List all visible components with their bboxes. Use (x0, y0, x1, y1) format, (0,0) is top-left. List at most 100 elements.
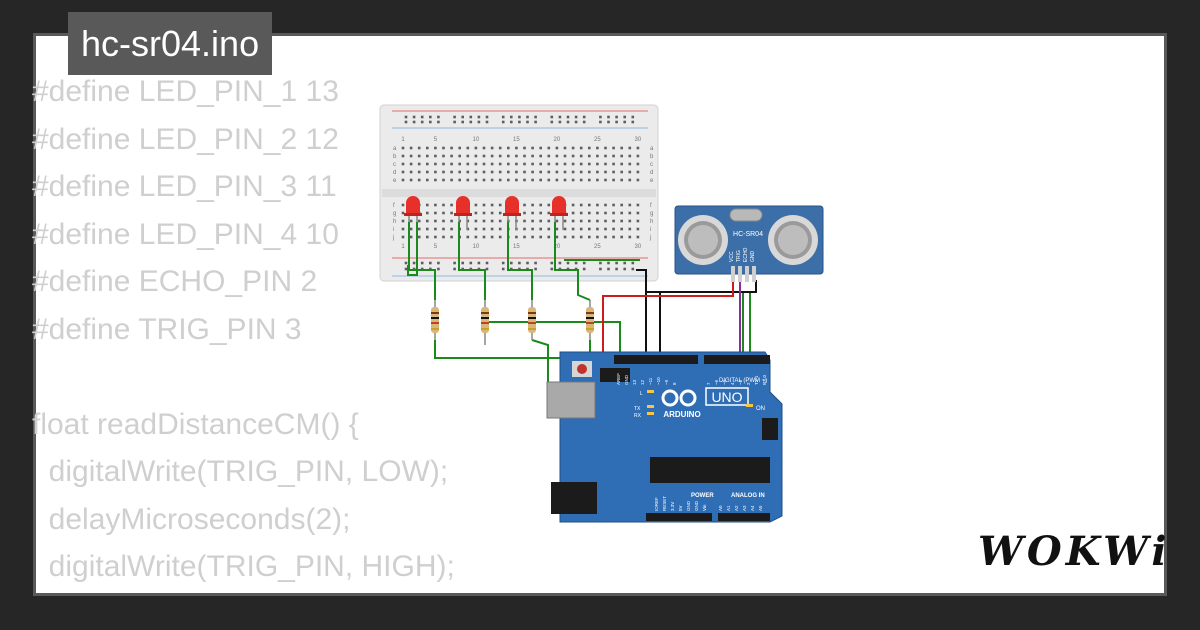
hc-sr04-sensor[interactable]: HC-SR04 VCC TRIG ECHO GND (674, 205, 824, 282)
breadboard-hole (547, 227, 551, 231)
breadboard-row-letter: i (650, 227, 651, 233)
arduino-pin-label: A5 (758, 505, 763, 511)
breadboard-hole (579, 154, 583, 158)
breadboard-hole (612, 146, 615, 150)
resistor-2 (481, 300, 489, 345)
led-l-label: L (640, 391, 643, 397)
breadboard-hole (596, 170, 599, 174)
breadboard-hole (555, 227, 559, 231)
breadboard-hole (539, 211, 542, 215)
breadboard-hole (442, 203, 445, 207)
breadboard-hole (607, 261, 610, 265)
breadboard-hole (442, 154, 445, 158)
arduino-pin-label: GND (686, 500, 691, 511)
breadboard-column-number: 10 (473, 137, 480, 143)
breadboard-hole (450, 154, 453, 158)
breadboard-hole (469, 115, 473, 119)
breadboard-hole (579, 227, 583, 231)
breadboard-hole (550, 120, 554, 124)
breadboard-hole (409, 162, 413, 166)
breadboard-hole (523, 219, 526, 223)
breadboard-hole (612, 219, 615, 223)
breadboard-hole (599, 267, 602, 271)
breadboard-hole (596, 219, 599, 223)
breadboard-hole (474, 162, 478, 166)
arduino-pin-label: A2 (734, 505, 739, 511)
breadboard-column-number: 25 (594, 137, 601, 143)
breadboard-hole (628, 146, 632, 150)
breadboard-hole (429, 261, 432, 265)
breadboard-hole (571, 178, 575, 182)
arduino-pin-label: ~11 (648, 377, 653, 385)
breadboard-hole (490, 235, 494, 239)
breadboard-hole (623, 120, 626, 124)
breadboard-hole (563, 154, 567, 158)
breadboard-row-letter: j (392, 235, 394, 241)
breadboard-hole (477, 120, 481, 124)
breadboard-hole (409, 235, 413, 239)
breadboard-hole (607, 267, 610, 271)
breadboard-hole (426, 227, 429, 231)
breadboard-hole (579, 235, 583, 239)
breadboard-hole (458, 162, 461, 166)
breadboard-hole (620, 219, 623, 223)
breadboard-hole (482, 162, 486, 166)
breadboard-hole (412, 120, 416, 124)
breadboard-row-letter: g (393, 211, 396, 217)
breadboard-hole (604, 162, 607, 166)
breadboard-hole (490, 162, 494, 166)
breadboard-hole (571, 219, 575, 223)
breadboard-hole (620, 146, 623, 150)
breadboard-hole (474, 170, 478, 174)
breadboard-hole (531, 146, 534, 150)
breadboard-hole (437, 267, 440, 271)
breadboard-hole (437, 115, 440, 119)
analog-label: ANALOG IN (731, 493, 765, 499)
breadboard-hole (401, 227, 405, 231)
code-line: #define LED_PIN_2 12 (32, 122, 339, 156)
breadboard-hole (631, 261, 635, 265)
arduino-uno-board[interactable]: UNO ARDUINO DIGITAL (PWM ~) ON POWER ANA… (546, 351, 783, 523)
arduino-pin-label: ~3 (738, 379, 743, 385)
breadboard-hole (604, 203, 607, 207)
breadboard-hole (588, 170, 591, 174)
breadboard-hole (628, 203, 632, 207)
breadboard-hole (566, 261, 570, 265)
breadboard-hole (401, 178, 405, 182)
breadboard-hole (571, 227, 575, 231)
arduino-pin-label: 12 (640, 379, 645, 385)
breadboard-hole (547, 146, 551, 150)
breadboard-hole (426, 219, 429, 223)
breadboard-hole (588, 203, 591, 207)
breadboard-hole (501, 115, 505, 119)
breadboard-hole (555, 162, 559, 166)
arduino-pin-label: 7 (706, 382, 711, 385)
breadboard-hole (510, 120, 513, 124)
arduino-pin-label: Vin (702, 504, 707, 511)
breadboard-column-number: 25 (594, 244, 601, 250)
wokwi-logo: WOKWi (978, 528, 1171, 575)
breadboard-hole (482, 211, 486, 215)
breadboard-hole (469, 120, 473, 124)
arduino-pin-label: A0 (718, 505, 723, 511)
breadboard-hole (417, 235, 421, 239)
file-name-tab[interactable]: hc-sr04.ino (68, 12, 273, 75)
breadboard-hole (482, 146, 486, 150)
breadboard-hole (631, 267, 635, 271)
breadboard-hole (615, 115, 618, 119)
breadboard-hole (518, 120, 521, 124)
breadboard-hole (531, 211, 534, 215)
breadboard-hole (579, 203, 583, 207)
breadboard-hole (604, 211, 607, 215)
breadboard-hole (547, 235, 551, 239)
breadboard-hole (490, 203, 494, 207)
breadboard-hole (404, 120, 408, 124)
arduino-pin-label: ~6 (714, 379, 719, 385)
breadboard-hole (498, 146, 502, 150)
breadboard-hole (434, 211, 437, 215)
breadboard-hole (437, 120, 440, 124)
breadboard-column-number: 1 (401, 244, 405, 250)
breadboard-hole (579, 146, 583, 150)
breadboard-hole (498, 162, 502, 166)
